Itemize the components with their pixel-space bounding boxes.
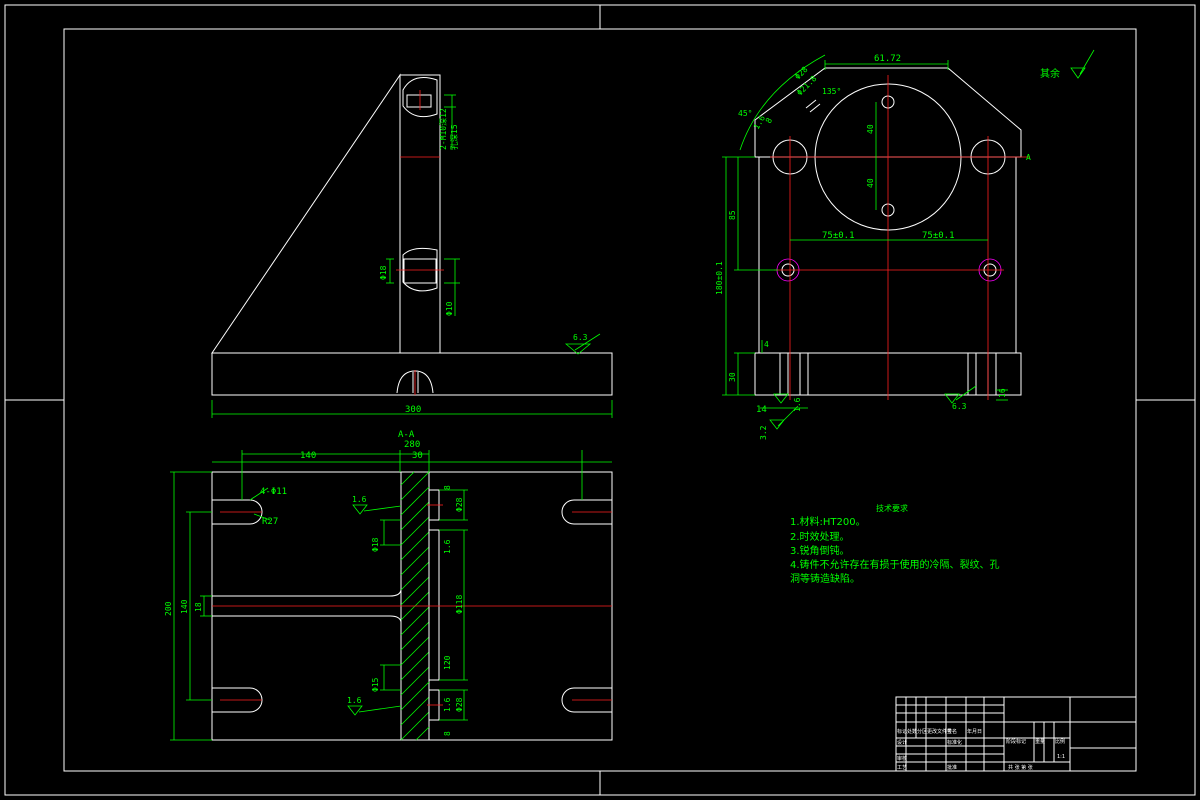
dim-v-180: 180±0.1 [715, 261, 724, 295]
notes-line-2: 2.时效处理。 [790, 530, 850, 543]
dim-bore-top: Φ28 [455, 497, 464, 512]
dim-small-top: Φ18 [371, 537, 380, 552]
notes-title: 技术要求 [876, 503, 908, 513]
tb-cell-14: 1:1 [1057, 754, 1065, 760]
dim-tick-d: 1.6 [443, 697, 452, 712]
tb-cell-12: 重量 [1035, 738, 1045, 745]
dim-hole-top-a: 2-M10深12 [439, 108, 448, 150]
dim-v-4: 4 [764, 340, 769, 349]
dim-right-tag: 16 [998, 388, 1007, 398]
dim-small-bottom: Φ15 [371, 677, 380, 692]
section-label: A-A [398, 430, 415, 440]
dim-slot-b: R27 [262, 517, 278, 527]
dim-overall-width: 280 [404, 440, 420, 450]
sheet-border [4, 4, 1196, 796]
dim-small-a: 1.6 [752, 114, 767, 131]
dim-v-85: 85 [728, 210, 737, 220]
plan-view: A-A [164, 430, 613, 741]
dim-left-offset: 140 [300, 451, 316, 461]
tb-cell-9: 工艺 [897, 765, 907, 771]
tb-cell-10: 批准 [947, 764, 957, 771]
dim-top-width: 61.72 [874, 54, 901, 64]
notes-line-3: 3.锐角倒钝。 [790, 544, 850, 557]
front-view: 300 2-M10深12 孔深15 Φ18 Φ10 6.3 [211, 73, 613, 418]
dim-hole-mid2: Φ10 [445, 301, 454, 316]
side-view: 61.72 Φ28 Φ21.8 135° 45° 1.6 8 40 40 75±… [715, 49, 1095, 440]
dim-tick-b: 8 [443, 731, 452, 736]
roughness-plan-bottom: 1.6 [347, 696, 362, 705]
dim-side-tag: 120 [443, 655, 452, 670]
section-marker: A [1026, 153, 1031, 162]
tb-cell-6: 设计 [897, 739, 907, 746]
dim-hole-mid: Φ18 [379, 265, 388, 280]
dim-base-14: 14 [756, 405, 767, 415]
tb-cell-5: 年月日 [967, 728, 982, 735]
dim-v-30: 30 [728, 372, 737, 382]
dim-angle-b: 45° [738, 109, 752, 118]
dim-slot-a: 4-Φ11 [260, 487, 287, 497]
tb-cell-7: 标准化 [947, 739, 962, 746]
dim-center-gap: 18 [194, 602, 203, 612]
dim-bore-bottom: Φ28 [455, 697, 464, 712]
dim-width-300: 300 [405, 405, 421, 415]
tb-cell-2: 分区 [917, 728, 927, 735]
notes-line-4: 4.铸件不允许存在有损于使用的冷隔、裂纹、孔 [790, 558, 1000, 571]
dim-base-tag-b: 3.2 [759, 425, 768, 440]
technical-notes: 技术要求 1.材料:HT200。 2.时效处理。 3.锐角倒钝。 4.铸件不允许… [790, 503, 1000, 585]
dim-bore-mid: Φ118 [455, 595, 464, 614]
tb-cell-15: 共 张 第 张 [1008, 764, 1033, 771]
tb-cell-13: 比例 [1055, 738, 1065, 745]
dim-v-lower: 40 [866, 178, 875, 188]
tb-cell-11: 阶段标记 [1006, 738, 1026, 745]
dim-small-b: 8 [764, 116, 774, 125]
dim-height-inner: 140 [180, 599, 189, 614]
dim-tick-a: 8 [443, 485, 452, 490]
roughness-front: 6.3 [573, 333, 588, 342]
tb-cell-0: 标记 [897, 728, 907, 735]
dim-h-left: 75±0.1 [822, 231, 855, 241]
tb-cell-4: 签名 [947, 728, 957, 735]
dim-angle-a: 135° [822, 87, 841, 96]
dim-web-width: 30 [412, 451, 423, 461]
tb-cell-1: 处数 [907, 728, 917, 735]
dim-hole-top-b: 孔深15 [450, 124, 459, 150]
roughness-base: 6.3 [952, 402, 967, 411]
notes-line-1: 1.材料:HT200。 [790, 515, 866, 528]
dim-base-tag-a: 1.6 [793, 397, 802, 412]
dim-height-total: 200 [164, 601, 173, 616]
dim-v-upper: 40 [866, 124, 875, 134]
dim-h-right: 75±0.1 [922, 231, 955, 241]
roughness-other-label: 其余 [1040, 67, 1060, 80]
notes-line-5: 洞等铸造缺陷。 [790, 572, 860, 585]
tb-cell-8: 审核 [897, 755, 907, 762]
title-block: 标记 处数 分区 更改文件号 签名 年月日 设计 标准化 审核 工艺 批准 阶段… [895, 696, 1137, 772]
roughness-plan-top: 1.6 [352, 495, 367, 504]
tb-cell-3: 更改文件号 [927, 728, 952, 735]
dim-tick-c: 1.6 [443, 539, 452, 554]
